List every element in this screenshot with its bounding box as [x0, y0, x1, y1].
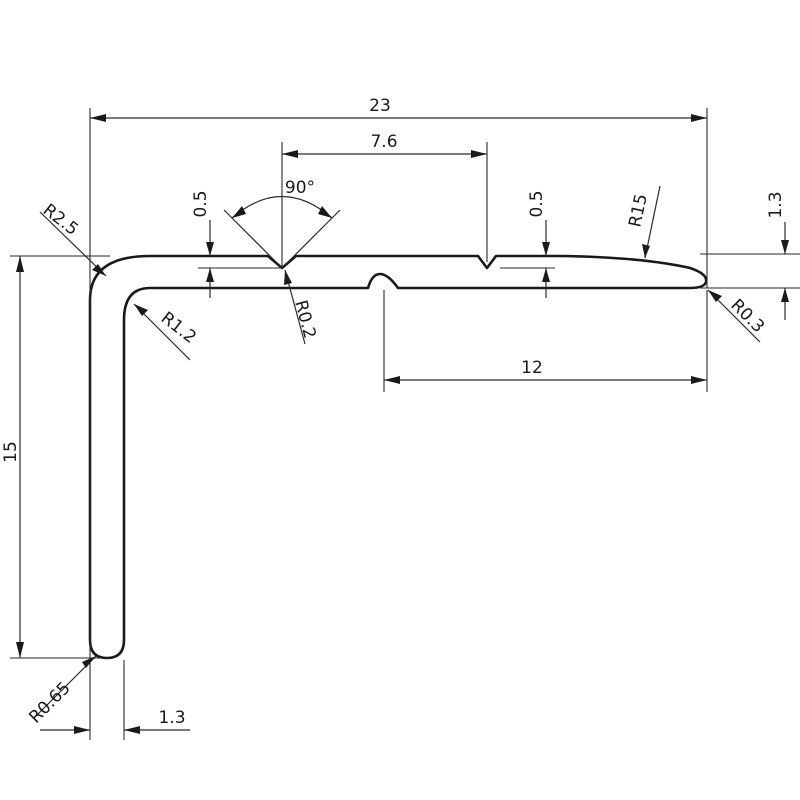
label-tip-radius: R0.3	[726, 295, 768, 337]
dimension-thickness-leg	[40, 726, 190, 734]
leader-tip-radius	[707, 289, 761, 343]
extension-lines	[10, 108, 800, 740]
profile-outline	[88, 254, 708, 660]
leader-groove-radius	[284, 269, 306, 345]
leader-outer-corner-radius	[39, 211, 107, 277]
label-bottom-groove-offset: 12	[521, 358, 543, 378]
leader-inner-corner-radius	[133, 303, 191, 361]
dimension-groove-depth-mid	[542, 220, 550, 298]
dimension-groove-angle	[223, 195, 341, 269]
label-groove-angle: 90°	[285, 178, 315, 198]
label-leg-end-radius: R0.65	[25, 678, 74, 727]
dimension-leg-height	[16, 256, 24, 658]
label-groove-radius: R0.2	[290, 298, 319, 341]
label-tip-curve-radius: R15	[625, 192, 652, 229]
label-groove-depth-top: 0.5	[191, 190, 211, 217]
label-leg-height: 15	[1, 441, 21, 463]
label-groove-depth-mid: 0.5	[527, 190, 547, 217]
label-overall-width: 23	[369, 96, 391, 116]
dimension-groove-spacing	[282, 150, 487, 158]
label-groove-spacing: 7.6	[370, 132, 397, 152]
dimension-bottom-groove-offset	[384, 376, 707, 384]
leader-tip-curve-radius	[642, 185, 661, 259]
dimension-overall-width	[90, 114, 707, 122]
label-thickness-top: 1.3	[766, 191, 786, 218]
dimension-thickness-top	[781, 222, 789, 320]
label-inner-corner-radius: R1.2	[157, 308, 200, 348]
label-thickness-leg: 1.3	[158, 708, 185, 728]
label-outer-corner-radius: R2.5	[39, 200, 82, 240]
leader-leg-end-radius	[33, 655, 97, 719]
dimension-groove-depth-top	[206, 220, 214, 298]
